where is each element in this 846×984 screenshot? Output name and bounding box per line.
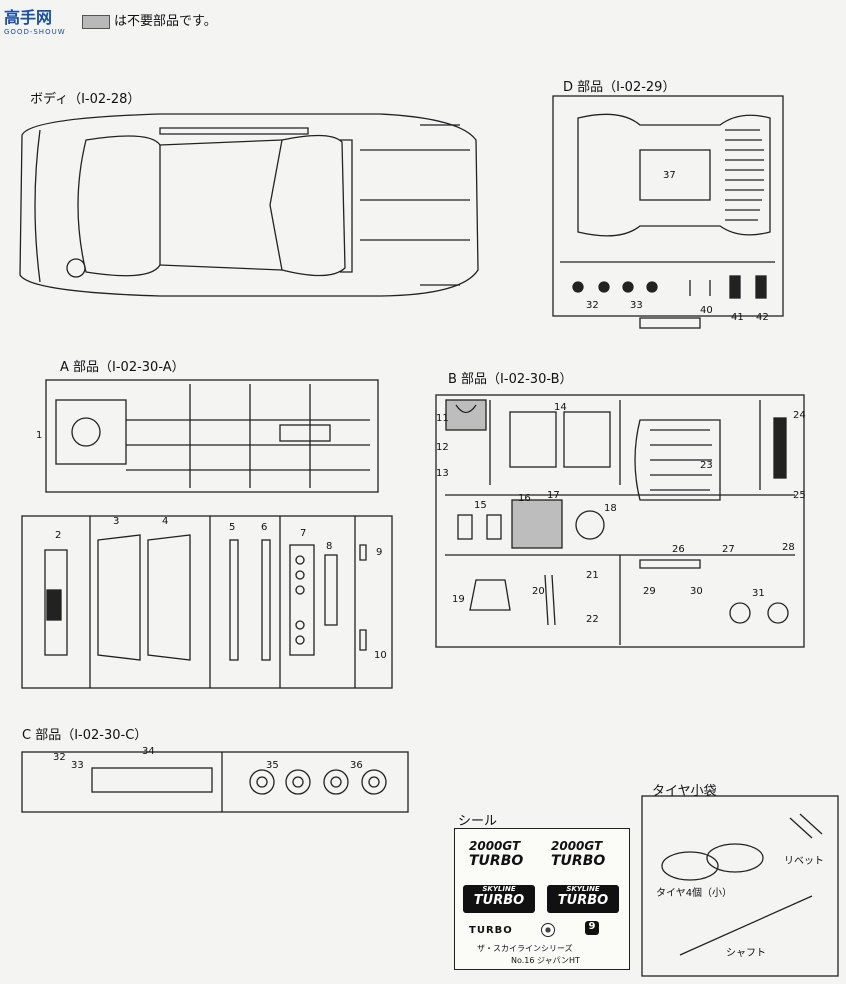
part-number: 29 xyxy=(643,586,656,597)
part-number: 33 xyxy=(630,300,643,311)
part-number: 40 xyxy=(700,305,713,316)
part-number: 30 xyxy=(690,586,703,597)
part-number: 15 xyxy=(474,500,487,511)
part-number: 36 xyxy=(350,760,363,771)
section-tire-bag-label: タイヤ小袋 xyxy=(652,784,717,799)
sticker-text: TURBO xyxy=(557,893,609,908)
part-number: 2 xyxy=(55,530,62,541)
section-body-label: ボディ（I-02-28） xyxy=(30,92,141,107)
part-number: 34 xyxy=(142,746,155,757)
body-drawing xyxy=(19,113,479,297)
section-seal-label: シール xyxy=(458,814,498,829)
sticker-2000gt-1: 2000GT TURBO xyxy=(469,839,523,869)
sticker-skyline-1: SKYLINE TURBO xyxy=(463,885,535,913)
part-number: 13 xyxy=(436,468,449,479)
sticker-text: 2000GT xyxy=(469,839,521,853)
part-number: 4 xyxy=(162,516,169,527)
part-number: 41 xyxy=(731,312,744,323)
legend-text: は不要部品です。 xyxy=(114,14,217,29)
logo-text: 高手网 xyxy=(4,8,53,27)
part-number: 1 xyxy=(36,430,43,441)
part-number: 32 xyxy=(586,300,599,311)
part-number: 16 xyxy=(518,493,531,504)
part-number: 24 xyxy=(793,410,806,421)
unused-parts-swatch xyxy=(82,14,110,29)
part-number: 14 xyxy=(554,402,567,413)
series-number: No.16 ジャパンHT xyxy=(511,956,580,965)
part-number: 35 xyxy=(266,760,279,771)
tire-bag-drawing xyxy=(641,795,839,977)
sticker-turbo-small: TURBO xyxy=(469,925,513,936)
part-number: 5 xyxy=(229,522,236,533)
part-number: 22 xyxy=(586,614,599,625)
sticker-text: SKYLINE xyxy=(566,885,600,893)
part-number: 33 xyxy=(71,760,84,771)
b-parts-drawing xyxy=(435,394,805,648)
part-number: 17 xyxy=(547,490,560,501)
emblem-icon xyxy=(541,923,555,937)
part-number: 10 xyxy=(374,650,387,661)
section-a-label: A 部品（I-02-30-A） xyxy=(60,360,185,375)
site-logo: 高手网 GOOD-SHOUW xyxy=(4,4,66,36)
part-number: 8 xyxy=(326,541,333,552)
series-name: ザ・スカイラインシリーズ xyxy=(477,944,573,953)
section-c-label: C 部品（I-02-30-C） xyxy=(22,728,148,743)
logo-subtext: GOOD-SHOUW xyxy=(4,28,66,36)
part-number: 12 xyxy=(436,442,449,453)
sticker-skyline-2: SKYLINE TURBO xyxy=(547,885,619,913)
sticker-text: TURBO xyxy=(551,853,606,869)
tires-label: タイヤ4個（小） xyxy=(656,888,733,899)
d-parts-drawing xyxy=(552,95,784,329)
part-number: 11 xyxy=(436,413,449,424)
part-number: 37 xyxy=(663,170,676,181)
sticker-2000gt-2: 2000GT TURBO xyxy=(551,839,605,869)
part-number: 20 xyxy=(532,586,545,597)
sticker-text: TURBO xyxy=(473,893,525,908)
part-number: 25 xyxy=(793,490,806,501)
legend: は不要部品です。 xyxy=(82,10,217,29)
part-number: 42 xyxy=(756,312,769,323)
part-number: 31 xyxy=(752,588,765,599)
part-number: 27 xyxy=(722,544,735,555)
part-number: 28 xyxy=(782,542,795,553)
part-number: 3 xyxy=(113,516,120,527)
part-number: 6 xyxy=(261,522,268,533)
rivet-label: リベット xyxy=(784,856,824,867)
a-parts-drawing xyxy=(21,379,393,689)
part-number: 26 xyxy=(672,544,685,555)
part-number: 7 xyxy=(300,528,307,539)
part-number: 18 xyxy=(604,503,617,514)
section-b-label: B 部品（I-02-30-B） xyxy=(448,372,573,387)
sticker-number: 9 xyxy=(585,921,599,935)
section-d-label: D 部品（I-02-29） xyxy=(563,80,676,95)
sticker-text: 2000GT xyxy=(551,839,603,853)
c-parts-drawing xyxy=(21,751,409,813)
part-number: 21 xyxy=(586,570,599,581)
shaft-label: シャフト xyxy=(726,948,766,959)
part-number: 32 xyxy=(53,752,66,763)
part-number: 9 xyxy=(376,547,383,558)
part-number: 19 xyxy=(452,594,465,605)
seal-sheet: 2000GT TURBO 2000GT TURBO SKYLINE TURBO … xyxy=(454,828,630,970)
sticker-text: TURBO xyxy=(469,853,524,869)
sticker-text: SKYLINE xyxy=(482,885,516,893)
part-number: 23 xyxy=(700,460,713,471)
